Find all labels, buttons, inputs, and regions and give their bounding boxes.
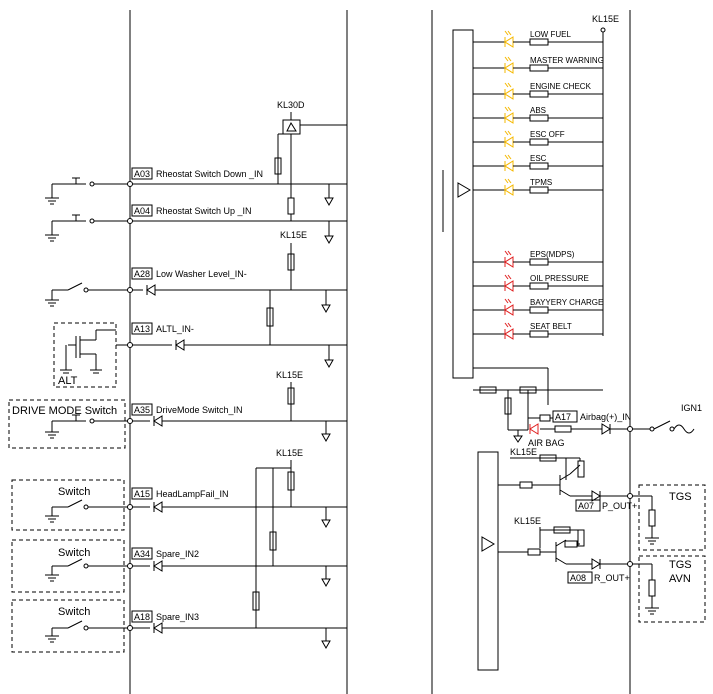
kl15e-label-pout: KL15E bbox=[510, 447, 537, 457]
row-a28: A28 Low Washer Level_IN- bbox=[45, 267, 347, 314]
airbag-led bbox=[529, 423, 539, 435]
pin-a34: A34 bbox=[134, 549, 150, 559]
indicator-6: ESC bbox=[473, 154, 603, 172]
indicator-11: SEAT BELT bbox=[473, 322, 603, 340]
indicator-led-icon bbox=[504, 298, 514, 316]
tgs-avn-box bbox=[638, 555, 706, 623]
switch-label-2: Switch bbox=[58, 547, 90, 559]
buffer-triangle-1 bbox=[457, 182, 471, 198]
indicator-4: ABS bbox=[473, 106, 603, 124]
row-a03: A03 Rheostat Switch Down _IN bbox=[45, 167, 347, 207]
indicator-label: TPMS bbox=[530, 178, 552, 187]
drive-mode-label: DRIVE MODE Switch bbox=[12, 405, 117, 417]
name-a08: R_OUT+ bbox=[594, 573, 630, 583]
indicator-led-icon bbox=[504, 154, 514, 172]
pin-a17: A17 bbox=[555, 412, 571, 422]
kl15e-label-3: KL15E bbox=[276, 448, 303, 458]
indicator-list: LOW FUEL MASTER WARNING ENGINE CHECK ABS ESC… bbox=[473, 30, 604, 340]
pin-a04: A04 bbox=[134, 206, 150, 216]
tgs-label-1: TGS bbox=[669, 491, 692, 503]
alt-transistor bbox=[60, 329, 116, 374]
name-a15: HeadLampFail_IN bbox=[156, 489, 229, 499]
indicator-3: ENGINE CHECK bbox=[473, 82, 603, 100]
name-a03: Rheostat Switch Down _IN bbox=[156, 169, 263, 179]
indicator-label: OIL PRESSURE bbox=[530, 274, 589, 283]
row-a35: A35 DriveMode Switch_IN bbox=[45, 403, 347, 443]
indicator-9: OIL PRESSURE bbox=[473, 274, 603, 292]
indicator-label: ESC bbox=[530, 154, 547, 163]
switch-label-1: Switch bbox=[58, 486, 90, 498]
indicator-label: EPS(MDPS) bbox=[530, 250, 575, 259]
name-a34: Spare_IN2 bbox=[156, 549, 199, 559]
ic-block-2 bbox=[477, 451, 499, 671]
name-a28: Low Washer Level_IN- bbox=[156, 269, 247, 279]
indicator-label: SEAT BELT bbox=[530, 322, 572, 331]
indicator-10: BAYYERY CHARGE bbox=[473, 298, 603, 316]
alt-label: ALT bbox=[58, 375, 78, 387]
indicator-label: BAYYERY CHARGE bbox=[530, 298, 603, 307]
kl30d-box bbox=[282, 119, 301, 135]
drive-mode-box bbox=[8, 399, 126, 449]
switch-box-2 bbox=[11, 539, 125, 593]
name-a04: Rheostat Switch Up _IN bbox=[156, 206, 252, 216]
tgs-label-2: TGS bbox=[669, 559, 692, 571]
ic-block-1 bbox=[452, 29, 474, 379]
name-a13: ALTL_IN- bbox=[156, 324, 194, 334]
indicator-led-icon bbox=[504, 322, 514, 340]
indicator-5: ESC OFF bbox=[473, 130, 603, 148]
kl15e-label-rout: KL15E bbox=[514, 516, 541, 526]
indicator-led-icon bbox=[504, 56, 514, 74]
avn-label: AVN bbox=[669, 573, 691, 585]
indicator-label: ENGINE CHECK bbox=[530, 82, 592, 91]
pin-a13: A13 bbox=[134, 324, 150, 334]
name-a07: P_OUT+ bbox=[602, 501, 637, 511]
row-a15: A15 HeadLampFail_IN bbox=[45, 487, 347, 529]
switch-box-3 bbox=[11, 599, 125, 653]
indicator-led-icon bbox=[504, 106, 514, 124]
tgs-box bbox=[638, 484, 706, 551]
indicator-led-icon bbox=[504, 130, 514, 148]
row-a04: A04 Rheostat Switch Up _IN bbox=[45, 204, 347, 245]
kl15e-label-2: KL15E bbox=[276, 370, 303, 380]
indicator-led-icon bbox=[504, 250, 514, 268]
switch-label-3: Switch bbox=[58, 606, 90, 618]
indicator-led-icon bbox=[504, 274, 514, 292]
indicator-led-icon bbox=[504, 30, 514, 48]
buffer-triangle-2 bbox=[481, 536, 495, 552]
alt-box bbox=[53, 322, 117, 388]
indicator-8: EPS(MDPS) bbox=[473, 250, 603, 268]
pin-a08: A08 bbox=[570, 573, 586, 583]
indicator-label: ABS bbox=[530, 106, 546, 115]
row-a13: A13 ALTL_IN- bbox=[116, 322, 347, 369]
indicator-1: LOW FUEL bbox=[473, 30, 603, 48]
name-a18: Spare_IN3 bbox=[156, 612, 199, 622]
indicator-7: TPMS bbox=[473, 178, 603, 196]
kl15e-label-right: KL15E bbox=[592, 14, 619, 24]
indicator-label: LOW FUEL bbox=[530, 30, 571, 39]
switch-box-1 bbox=[11, 479, 125, 531]
kl30d-label: KL30D bbox=[277, 100, 305, 110]
indicator-label: MASTER WARNING bbox=[530, 56, 604, 65]
kl15e-label-1: KL15E bbox=[280, 230, 307, 240]
pin-a18: A18 bbox=[134, 612, 150, 622]
indicator-led-icon bbox=[504, 178, 514, 196]
ign1-label: IGN1 bbox=[681, 403, 702, 413]
row-a18: A18 Spare_IN3 bbox=[45, 610, 347, 650]
pin-a35: A35 bbox=[134, 405, 150, 415]
pin-a07: A07 bbox=[578, 501, 594, 511]
name-a35: DriveMode Switch_IN bbox=[156, 405, 243, 415]
ign1-fuse-icon bbox=[673, 424, 695, 434]
pin-a03: A03 bbox=[134, 169, 150, 179]
pin-a28: A28 bbox=[134, 269, 150, 279]
indicator-label: ESC OFF bbox=[530, 130, 565, 139]
indicator-2: MASTER WARNING bbox=[473, 56, 604, 74]
name-a17: Airbag(+)_IN bbox=[580, 412, 631, 422]
indicator-led-icon bbox=[504, 82, 514, 100]
pin-a15: A15 bbox=[134, 489, 150, 499]
row-a34: A34 Spare_IN2 bbox=[45, 547, 347, 588]
airbag-label: AIR BAG bbox=[528, 438, 565, 448]
